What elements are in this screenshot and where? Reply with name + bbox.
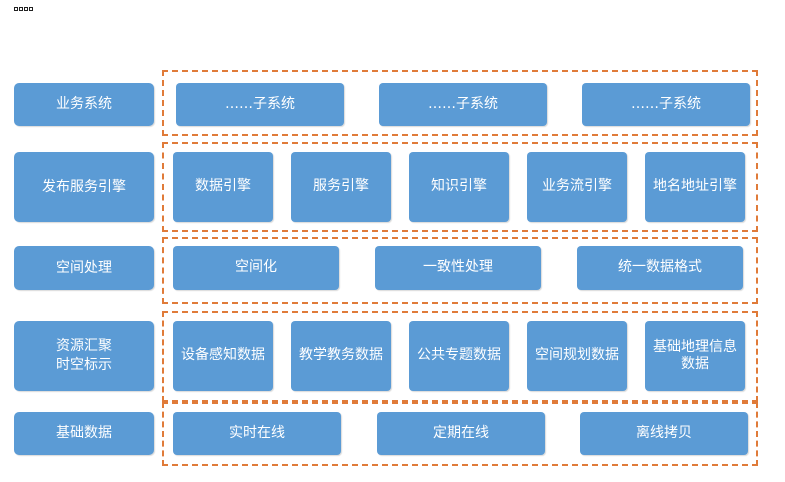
node-spatialization: 空间化 (173, 246, 339, 290)
layer-label-basic-data: 基础数据 (14, 412, 154, 455)
node-subsystem-1: ……子系统 (176, 83, 344, 126)
node-device-sensing-data: 设备感知数据 (173, 321, 273, 391)
layer-label-resource-aggregation: 资源汇聚 时空标示 (14, 321, 154, 391)
node-offline-copy: 离线拷贝 (580, 412, 748, 455)
layer-frame-service-engine (162, 142, 758, 232)
layer-label-spatial-processing: 空间处理 (14, 246, 154, 290)
corner-mark (14, 7, 33, 11)
node-periodic-online: 定期在线 (377, 412, 545, 455)
node-service-engine: 服务引擎 (291, 152, 391, 222)
layer-frame-business-system (162, 70, 758, 136)
layer-label-service-engine: 发布服务引擎 (14, 152, 154, 222)
node-data-engine: 数据引擎 (173, 152, 273, 222)
node-consistency-processing: 一致性处理 (375, 246, 541, 290)
node-realtime-online: 实时在线 (173, 412, 341, 455)
node-geocoding-engine: 地名地址引擎 (645, 152, 745, 222)
node-subsystem-3: ……子系统 (582, 83, 750, 126)
node-public-thematic-data: 公共专题数据 (409, 321, 509, 391)
node-subsystem-2: ……子系统 (379, 83, 547, 126)
layer-frame-resource-aggregation (162, 311, 758, 402)
node-spatial-planning-data: 空间规划数据 (527, 321, 627, 391)
layer-frame-spatial-processing (162, 237, 758, 304)
node-basic-geographic-data: 基础地理信息 数据 (645, 321, 745, 391)
node-unified-data-format: 统一数据格式 (577, 246, 743, 290)
node-workflow-engine: 业务流引擎 (527, 152, 627, 222)
node-teaching-affairs-data: 教学教务数据 (291, 321, 391, 391)
layer-label-business-system: 业务系统 (14, 83, 154, 126)
node-knowledge-engine: 知识引擎 (409, 152, 509, 222)
layer-frame-basic-data (162, 402, 758, 466)
